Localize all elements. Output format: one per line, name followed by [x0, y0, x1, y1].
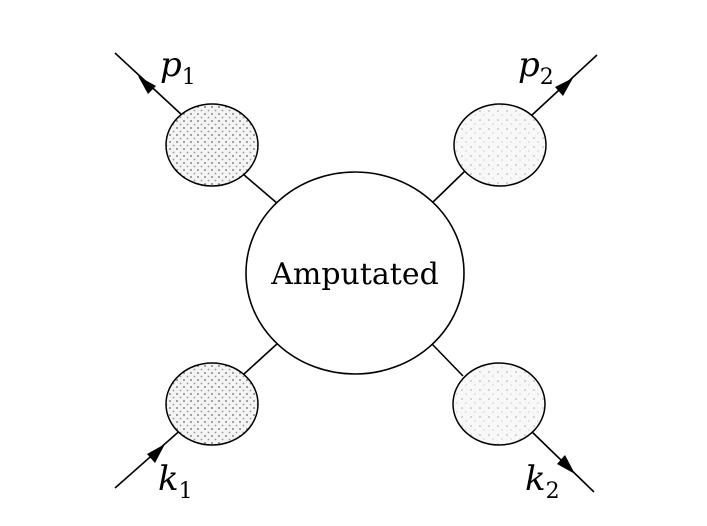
label-k1-base: k: [158, 459, 179, 499]
label-p1: p1: [160, 45, 196, 90]
label-k1: k1: [158, 459, 193, 504]
connector-line-k2: [431, 343, 464, 377]
label-k1-sub: 1: [179, 479, 193, 504]
label-p2: p2: [518, 45, 554, 90]
arrow-p2-icon: [555, 78, 573, 96]
label-p1-base: p: [160, 45, 182, 85]
label-p2-sub: 2: [540, 65, 554, 90]
label-p1-sub: 1: [182, 65, 196, 90]
label-k2-sub: 2: [546, 479, 560, 504]
propagator-blob-p1: [165, 103, 259, 187]
amputated-blob: [245, 171, 465, 375]
propagator-blob-k1: [165, 362, 259, 446]
connector-line-p2: [431, 170, 466, 204]
external-line-k1: [114, 426, 185, 489]
arrow-k1-icon: [147, 444, 165, 463]
label-k2: k2: [525, 459, 560, 504]
amputated-label: Amputated: [270, 257, 439, 292]
propagator-blob-k2: [452, 362, 546, 446]
propagator-blob-p2: [453, 103, 547, 187]
label-k2-base: k: [525, 459, 546, 499]
arrow-p1-icon: [138, 76, 156, 94]
arrow-k2-icon: [557, 455, 575, 474]
connector-line-k1: [243, 342, 279, 375]
connector-line-p1: [242, 173, 279, 205]
label-p2-base: p: [518, 45, 540, 85]
